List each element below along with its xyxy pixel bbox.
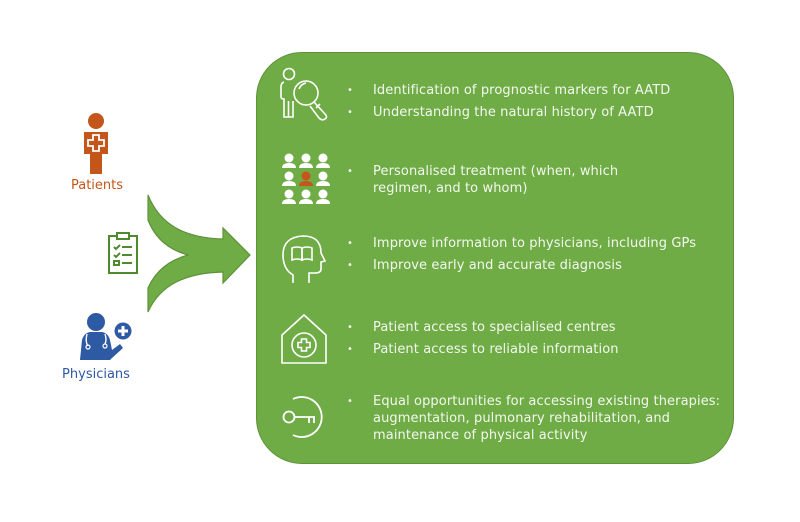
bullet-item: Equal opportunities for accessing existi…	[345, 393, 733, 444]
bullet-item: Understanding the natural history of AAT…	[345, 104, 723, 121]
bullet-item: Identification of prognostic markers for…	[345, 82, 723, 99]
medical-centre-icon	[279, 311, 335, 367]
clipboard-checklist-icon	[107, 231, 139, 275]
bullet-list: Identification of prognostic markers for…	[345, 82, 723, 126]
physician-icon	[74, 312, 132, 362]
bullet-item: Patient access to specialised centres	[345, 319, 723, 336]
bullet-list: Personalised treatment (when, which regi…	[345, 163, 723, 202]
bullet-item: Improve early and accurate diagnosis	[345, 257, 723, 274]
bullet-item: Improve information to physicians, inclu…	[345, 235, 723, 252]
people-grid-icon	[281, 153, 337, 209]
merge-arrow-icon	[140, 190, 256, 318]
bullet-item: Personalised treatment (when, which regi…	[345, 163, 653, 197]
patient-icon	[80, 112, 112, 174]
bullet-list: Patient access to specialised centres Pa…	[345, 319, 723, 363]
bullet-item: Patient access to reliable information	[345, 341, 723, 358]
physicians-label: Physicians	[62, 367, 130, 382]
research-magnifier-icon	[279, 67, 335, 123]
objectives-panel: Identification of prognostic markers for…	[256, 52, 734, 464]
key-access-icon	[279, 389, 335, 445]
head-book-icon	[279, 231, 335, 287]
bullet-list: Equal opportunities for accessing existi…	[345, 393, 723, 449]
bullet-list: Improve information to physicians, inclu…	[345, 235, 723, 279]
patients-label: Patients	[70, 178, 124, 193]
